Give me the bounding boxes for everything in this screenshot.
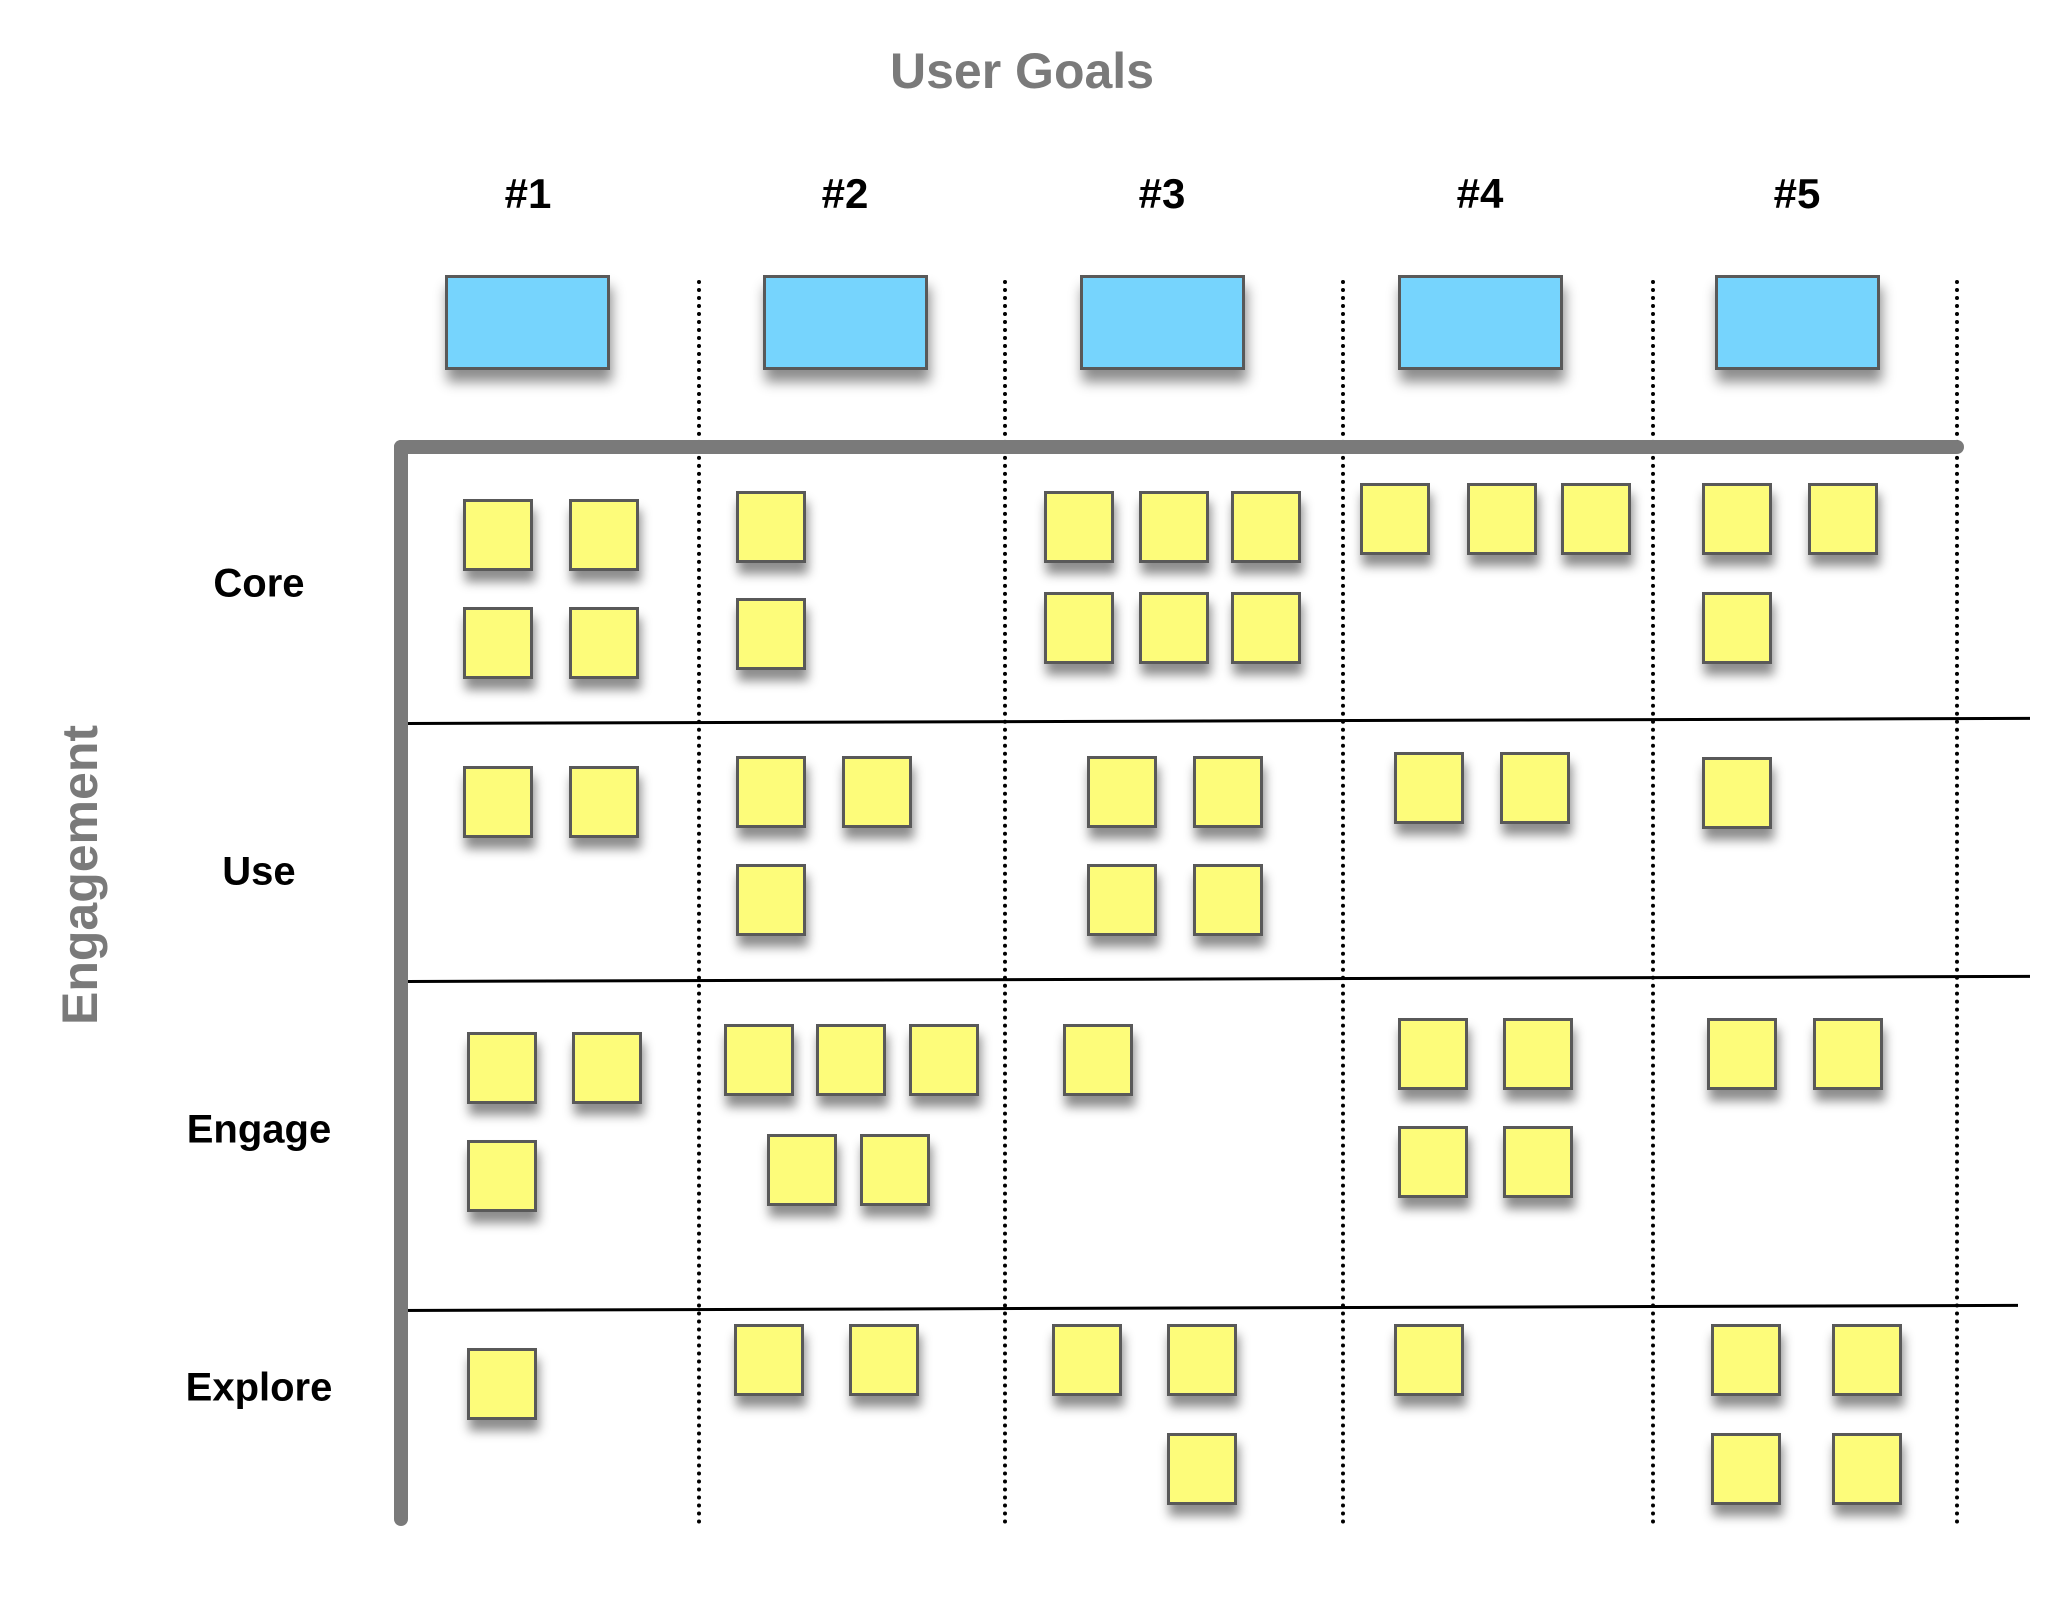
column-divider <box>1955 280 1959 1525</box>
sticky-note[interactable] <box>1167 1324 1237 1396</box>
engagement-axis <box>394 440 408 1526</box>
sticky-note[interactable] <box>1813 1018 1883 1090</box>
sticky-note[interactable] <box>1398 1018 1468 1090</box>
sticky-note[interactable] <box>1503 1126 1573 1198</box>
sticky-note[interactable] <box>909 1024 979 1096</box>
sticky-note[interactable] <box>569 499 639 571</box>
sticky-note[interactable] <box>572 1032 642 1104</box>
sticky-note[interactable] <box>1500 752 1570 824</box>
goal-header-2: #2 <box>821 170 869 217</box>
sticky-note[interactable] <box>1087 756 1157 828</box>
sticky-note[interactable] <box>1503 1018 1573 1090</box>
sticky-note[interactable] <box>860 1134 930 1206</box>
goal-card[interactable] <box>763 275 928 370</box>
goal-card[interactable] <box>1398 275 1563 370</box>
sticky-note[interactable] <box>734 1324 804 1396</box>
sticky-note[interactable] <box>1044 592 1114 664</box>
sticky-note[interactable] <box>1832 1324 1902 1396</box>
sticky-note[interactable] <box>1702 592 1772 664</box>
sticky-note[interactable] <box>1702 757 1772 829</box>
x-axis-title: User Goals <box>889 43 1154 99</box>
sticky-note[interactable] <box>1193 864 1263 936</box>
sticky-note[interactable] <box>463 766 533 838</box>
sticky-note[interactable] <box>1394 752 1464 824</box>
sticky-note[interactable] <box>1702 483 1772 555</box>
sticky-note[interactable] <box>736 598 806 670</box>
goals-axis <box>394 440 1964 454</box>
column-divider <box>1003 280 1007 1525</box>
sticky-note[interactable] <box>1052 1324 1122 1396</box>
sticky-note[interactable] <box>736 864 806 936</box>
sticky-note[interactable] <box>1231 491 1301 563</box>
sticky-note[interactable] <box>1394 1324 1464 1396</box>
goal-card[interactable] <box>445 275 610 370</box>
sticky-note[interactable] <box>1711 1433 1781 1505</box>
sticky-note[interactable] <box>1139 592 1209 664</box>
sticky-note[interactable] <box>1360 483 1430 555</box>
row-divider <box>408 974 2031 983</box>
sticky-note[interactable] <box>463 607 533 679</box>
column-divider <box>1651 280 1655 1525</box>
sticky-note[interactable] <box>569 766 639 838</box>
sticky-note[interactable] <box>1087 864 1157 936</box>
goal-card[interactable] <box>1080 275 1245 370</box>
goal-header-3: #3 <box>1138 170 1186 217</box>
y-axis-title: Engagement <box>52 724 108 1026</box>
level-label-core: Core <box>213 561 305 606</box>
sticky-note[interactable] <box>1561 483 1631 555</box>
goal-card[interactable] <box>1715 275 1880 370</box>
sticky-note[interactable] <box>1231 592 1301 664</box>
row-divider <box>396 1303 2019 1312</box>
level-label-use: Use <box>222 849 296 894</box>
sticky-note[interactable] <box>1711 1324 1781 1396</box>
sticky-note[interactable] <box>1808 483 1878 555</box>
sticky-note[interactable] <box>1707 1018 1777 1090</box>
column-divider <box>1341 280 1345 1525</box>
sticky-note[interactable] <box>467 1140 537 1212</box>
sticky-note[interactable] <box>463 499 533 571</box>
sticky-note[interactable] <box>1832 1433 1902 1505</box>
sticky-note[interactable] <box>724 1024 794 1096</box>
sticky-note[interactable] <box>849 1324 919 1396</box>
sticky-note[interactable] <box>816 1024 886 1096</box>
sticky-note[interactable] <box>467 1348 537 1420</box>
sticky-note[interactable] <box>1193 756 1263 828</box>
sticky-note[interactable] <box>1467 483 1537 555</box>
column-divider <box>697 280 701 1525</box>
sticky-note[interactable] <box>1044 491 1114 563</box>
sticky-note[interactable] <box>736 756 806 828</box>
sticky-note[interactable] <box>467 1032 537 1104</box>
sticky-note[interactable] <box>569 607 639 679</box>
sticky-note[interactable] <box>1398 1126 1468 1198</box>
sticky-note[interactable] <box>767 1134 837 1206</box>
level-label-explore: Explore <box>185 1365 333 1410</box>
level-label-engage: Engage <box>186 1107 332 1152</box>
goal-header-5: #5 <box>1773 170 1821 217</box>
sticky-note[interactable] <box>1139 491 1209 563</box>
sticky-note[interactable] <box>1063 1024 1133 1096</box>
sticky-note[interactable] <box>1167 1433 1237 1505</box>
sticky-note[interactable] <box>842 756 912 828</box>
goal-header-4: #4 <box>1456 170 1504 217</box>
row-divider <box>408 716 2031 725</box>
sticky-note[interactable] <box>736 491 806 563</box>
goal-header-1: #1 <box>504 170 552 217</box>
